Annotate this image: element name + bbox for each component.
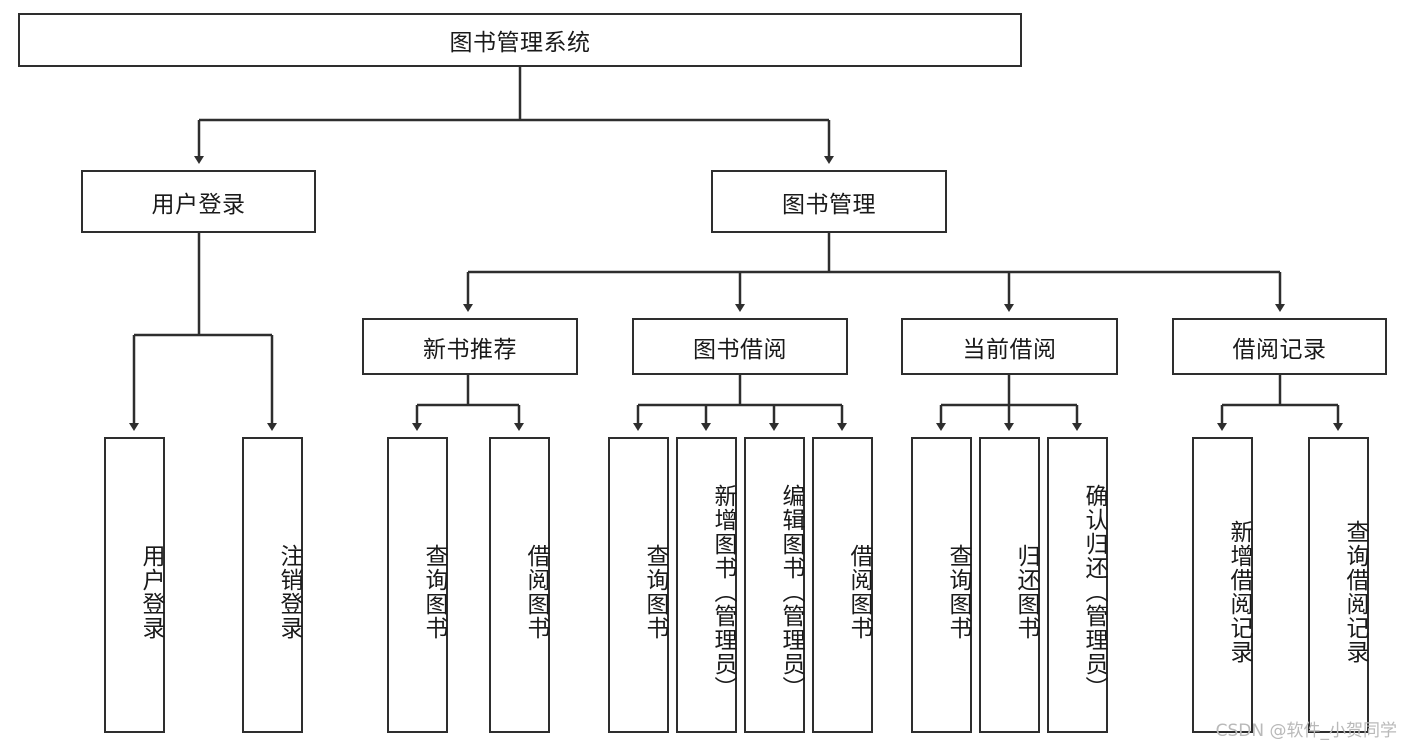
node-label: 图书管理系统: [449, 30, 591, 56]
node-label: 注销登录: [276, 544, 302, 640]
node-leaf-user-login[interactable]: 用户登录: [104, 437, 165, 733]
node-borrow-record[interactable]: 借阅记录: [1172, 318, 1387, 375]
node-root-book-management-system[interactable]: 图书管理系统: [18, 13, 1022, 67]
node-leaf-query-book-new[interactable]: 查询图书: [387, 437, 448, 733]
node-leaf-query-book-current[interactable]: 查询图书: [911, 437, 972, 733]
node-label: 借阅记录: [1232, 336, 1327, 363]
node-label: 新增借阅记录: [1226, 520, 1252, 664]
node-book-management[interactable]: 图书管理: [711, 170, 947, 233]
node-leaf-query-borrow-record[interactable]: 查询借阅记录: [1308, 437, 1369, 733]
node-leaf-logout[interactable]: 注销登录: [242, 437, 303, 733]
node-book-borrow[interactable]: 图书借阅: [632, 318, 848, 375]
node-leaf-add-book-admin[interactable]: 新增图书（管理员）: [676, 437, 737, 733]
watermark: CSDN @软件_小贺同学: [1215, 721, 1397, 741]
node-leaf-confirm-return-admin[interactable]: 确认归还（管理员）: [1047, 437, 1108, 733]
node-label: 新书推荐: [423, 336, 517, 363]
node-leaf-add-borrow-record[interactable]: 新增借阅记录: [1192, 437, 1253, 733]
node-label: 当前借阅: [962, 336, 1057, 363]
node-label: 编辑图书（管理员）: [778, 484, 804, 700]
node-label: 查询图书: [421, 544, 447, 640]
node-label: 新增图书（管理员）: [710, 484, 736, 700]
node-label: 图书管理: [782, 191, 876, 218]
node-leaf-query-book-borrow[interactable]: 查询图书: [608, 437, 669, 733]
node-label: 查询图书: [642, 544, 668, 640]
node-current-borrow[interactable]: 当前借阅: [901, 318, 1118, 375]
node-label: 用户登录: [138, 544, 164, 640]
node-new-book-recommend[interactable]: 新书推荐: [362, 318, 578, 375]
node-leaf-edit-book-admin[interactable]: 编辑图书（管理员）: [744, 437, 805, 733]
node-label: 确认归还（管理员）: [1081, 484, 1107, 700]
node-leaf-return-book[interactable]: 归还图书: [979, 437, 1040, 733]
node-label: 图书借阅: [693, 336, 787, 363]
node-label: 查询借阅记录: [1342, 520, 1368, 664]
node-leaf-borrow-book-new[interactable]: 借阅图书: [489, 437, 550, 733]
node-label: 借阅图书: [523, 544, 549, 640]
node-label: 借阅图书: [846, 544, 872, 640]
node-user-login[interactable]: 用户登录: [81, 170, 316, 233]
node-label: 查询图书: [945, 544, 971, 640]
node-leaf-borrow-book[interactable]: 借阅图书: [812, 437, 873, 733]
node-label: 归还图书: [1013, 544, 1039, 640]
node-label: 用户登录: [151, 191, 246, 218]
